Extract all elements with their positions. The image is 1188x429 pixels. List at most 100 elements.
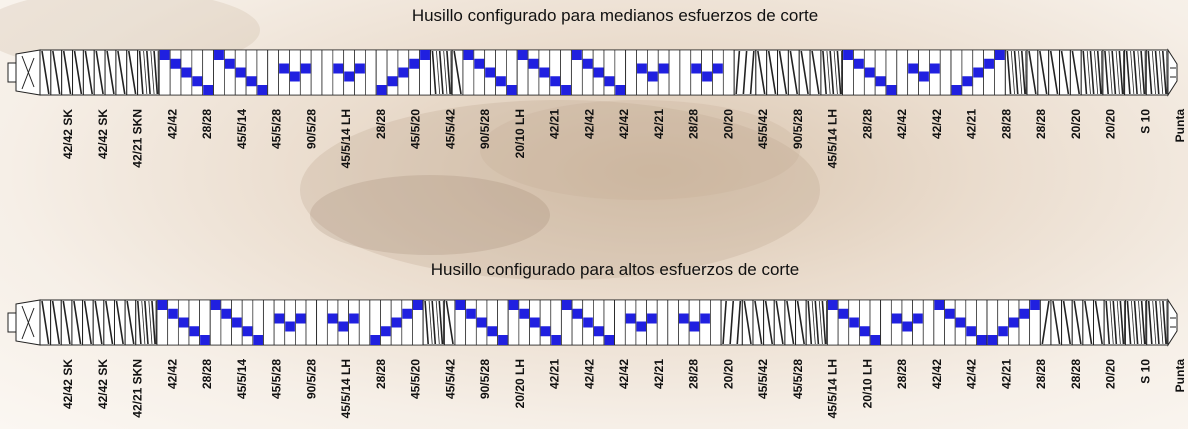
kneading-block [986,299,1041,346]
conveying-element [777,49,789,96]
element-label: 45/5/28 [270,109,284,149]
conveying-element [60,299,73,346]
element-label: 20/10 LH [513,109,527,158]
element-label: 20/20 [1104,359,1118,389]
shaft-end [7,49,41,96]
element-label: 45/5/14 LH [339,359,353,418]
element-label: 42/42 SK [61,109,75,159]
element-label: 90/5/28 [791,109,805,149]
kneading-block [316,299,371,346]
element-label: 90/5/28 [478,359,492,399]
element-label: 28/28 [687,359,701,389]
element-label: 42/21 [965,109,979,139]
kneading-block [375,49,431,96]
element-label: 45/5/14 [235,109,249,149]
element-label: 45/5/20 [409,109,423,149]
conveying-element [773,299,786,346]
element-label: Punta [1173,359,1187,393]
kneading-block [507,299,562,346]
conveying-element [809,49,822,96]
element-label: 45/5/14 LH [339,109,353,168]
conveying-element [752,299,765,346]
kneading-block [158,49,215,96]
element-label: 42/21 [999,359,1013,389]
screw-tip [1167,48,1178,97]
element-label: 45/5/14 LH [826,359,840,418]
conveying-element [451,49,464,96]
conveying-element [1124,299,1148,346]
kneading-block [321,49,377,96]
conveying-element [103,299,115,346]
element-label: 20/20 [1104,109,1118,139]
element-label: 42/21 [652,359,666,389]
conveying-element [1004,49,1028,96]
element-label: 28/28 [200,359,214,389]
conveying-element [1048,49,1061,96]
conveying-element [1103,299,1126,346]
element-label: 42/42 SK [96,359,110,409]
conveying-element [1069,49,1082,96]
conveying-element [82,49,95,96]
conveying-element [137,49,160,96]
kneading-block [625,49,681,96]
conveying-element [733,49,757,96]
element-label: 28/28 [1034,359,1048,389]
kneading-block [454,299,509,346]
conveying-element [766,49,779,96]
conveying-element [71,299,84,346]
conveying-element [720,299,743,346]
element-label: 45/5/14 LH [826,109,840,168]
conveying-element [443,299,456,346]
kneading-block [213,49,269,96]
kneading-block [516,49,572,96]
element-label: 42/42 [930,109,944,139]
kneading-block [950,49,1006,96]
conveying-element [1059,49,1071,96]
element-label: 42/42 SK [96,109,110,159]
element-label: 42/21 [652,109,666,139]
element-label: 90/5/28 [478,109,492,149]
conveying-element [1050,299,1063,346]
element-label: 20/10 LH [860,359,874,408]
element-label: 42/42 [582,359,596,389]
conveying-element [1146,299,1169,346]
element-label: 45/5/28 [791,359,805,399]
screw-tip [1167,298,1178,347]
element-label: 45/5/28 [270,359,284,399]
screw-title: Husillo configurado para altos esfuerzos… [430,260,800,279]
element-label: 42/42 [617,109,631,139]
element-label: 45/5/42 [756,359,770,399]
element-label: 42/42 SK [61,359,75,409]
element-label: S 10 [1138,109,1152,134]
conveying-element [50,49,63,96]
element-label: 42/21 [548,109,562,139]
kneading-block [369,299,424,346]
element-label: 42/42 [965,359,979,389]
conveying-element [115,49,128,96]
element-label: 28/28 [999,109,1013,139]
conveying-element [50,299,62,346]
conveying-element [135,299,158,346]
kneading-block [826,299,882,346]
conveying-element [126,49,139,96]
conveying-element [39,299,52,346]
conveying-element [1093,299,1105,346]
element-label: 28/28 [374,359,388,389]
element-label: 42/42 [930,359,944,389]
conveying-element [787,49,800,96]
element-label: 20/20 [721,109,735,139]
element-label: 28/28 [200,109,214,139]
conveying-element [1039,299,1052,346]
shaft-end [7,299,41,346]
element-label: 28/28 [687,109,701,139]
conveying-element [1026,49,1039,96]
element-label: 42/42 [165,359,179,389]
element-label: 45/5/42 [756,109,770,149]
conveying-element [61,49,74,96]
conveying-element [39,49,52,96]
conveying-element [113,299,126,346]
element-label: 45/5/42 [443,359,457,399]
conveying-element [1124,49,1147,96]
element-label: 28/28 [1034,109,1048,139]
